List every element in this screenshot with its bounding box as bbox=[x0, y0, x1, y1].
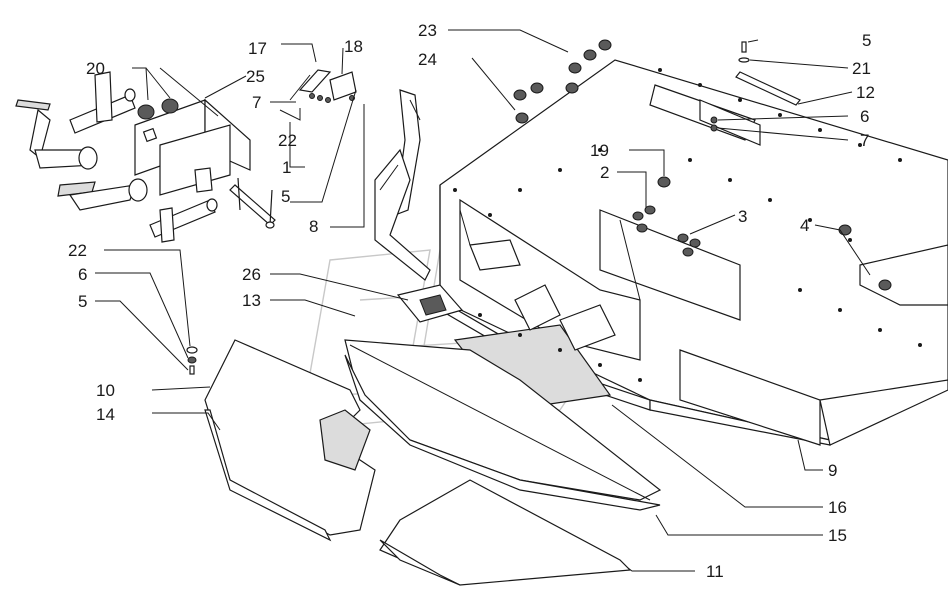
callout-labels: 17 18 20 25 7 22 1 5 8 23 24 5 21 12 6 7… bbox=[68, 21, 875, 581]
callout-17: 17 bbox=[248, 39, 267, 58]
leader-lines bbox=[95, 29, 871, 572]
callout-3: 3 bbox=[738, 207, 747, 226]
callout-26: 26 bbox=[242, 265, 261, 284]
callout-22-top: 22 bbox=[278, 131, 297, 150]
top-right-hardware bbox=[710, 41, 801, 132]
callout-6-right: 6 bbox=[860, 107, 869, 126]
callout-2: 2 bbox=[600, 163, 609, 182]
left-bolt-stack bbox=[186, 346, 198, 375]
callout-16: 16 bbox=[828, 498, 847, 517]
callout-5-mid: 5 bbox=[281, 187, 290, 206]
front-shields bbox=[204, 339, 662, 586]
callout-5-left: 5 bbox=[78, 292, 87, 311]
callout-21: 21 bbox=[852, 59, 871, 78]
callout-20: 20 bbox=[86, 59, 105, 78]
callout-10: 10 bbox=[96, 381, 115, 400]
callout-25: 25 bbox=[246, 67, 265, 86]
callout-5-right: 5 bbox=[862, 31, 871, 50]
callout-9: 9 bbox=[828, 461, 837, 480]
callout-7-left: 7 bbox=[252, 93, 261, 112]
mount-plate bbox=[396, 284, 464, 323]
callout-1: 1 bbox=[282, 158, 291, 177]
hinge-arm bbox=[374, 89, 431, 281]
callout-4: 4 bbox=[800, 216, 809, 235]
callout-15: 15 bbox=[828, 526, 847, 545]
callout-22-left: 22 bbox=[68, 241, 87, 260]
callout-13: 13 bbox=[242, 291, 261, 310]
callout-11: 11 bbox=[706, 562, 724, 581]
bracket-assembly bbox=[134, 98, 276, 229]
callout-14: 14 bbox=[96, 405, 115, 424]
mower-deck bbox=[439, 59, 948, 446]
callout-18: 18 bbox=[344, 37, 363, 56]
callout-19: 19 bbox=[590, 141, 609, 160]
callout-8: 8 bbox=[309, 217, 318, 236]
callout-12: 12 bbox=[856, 83, 875, 102]
grommets bbox=[513, 39, 892, 291]
callout-6-left: 6 bbox=[78, 265, 87, 284]
latch-assembly bbox=[289, 69, 357, 103]
callout-24: 24 bbox=[418, 50, 437, 69]
callout-7-right: 7 bbox=[860, 131, 869, 150]
deck-holes bbox=[453, 68, 922, 382]
callout-23: 23 bbox=[418, 21, 437, 40]
pedal-assembly bbox=[15, 71, 218, 243]
